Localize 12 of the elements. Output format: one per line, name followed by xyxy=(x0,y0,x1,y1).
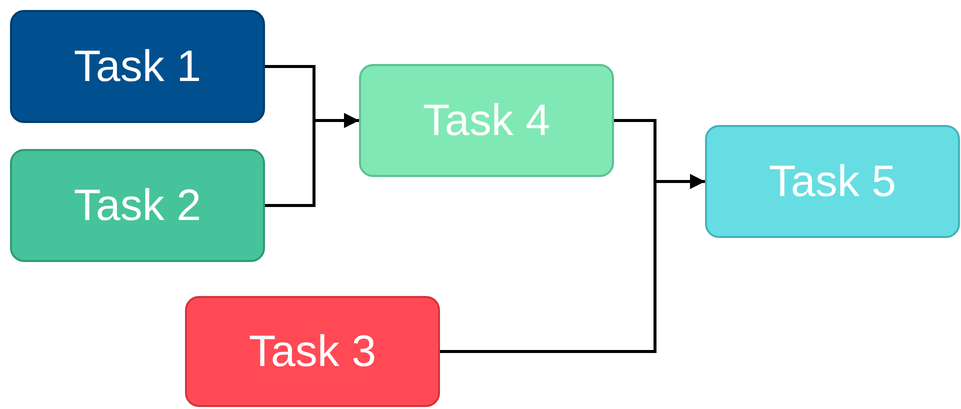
task-label: Task 3 xyxy=(248,326,376,376)
task-box xyxy=(10,10,265,123)
task-label: Task 1 xyxy=(74,42,202,92)
task-box xyxy=(185,296,440,407)
task-box xyxy=(705,125,960,238)
task-label: Task 4 xyxy=(422,96,550,146)
task-box xyxy=(359,64,614,177)
task-label: Task 5 xyxy=(768,156,896,206)
task-box xyxy=(10,149,265,262)
task-label: Task 2 xyxy=(74,180,202,230)
arrow xyxy=(265,113,359,207)
arrow xyxy=(440,174,705,353)
